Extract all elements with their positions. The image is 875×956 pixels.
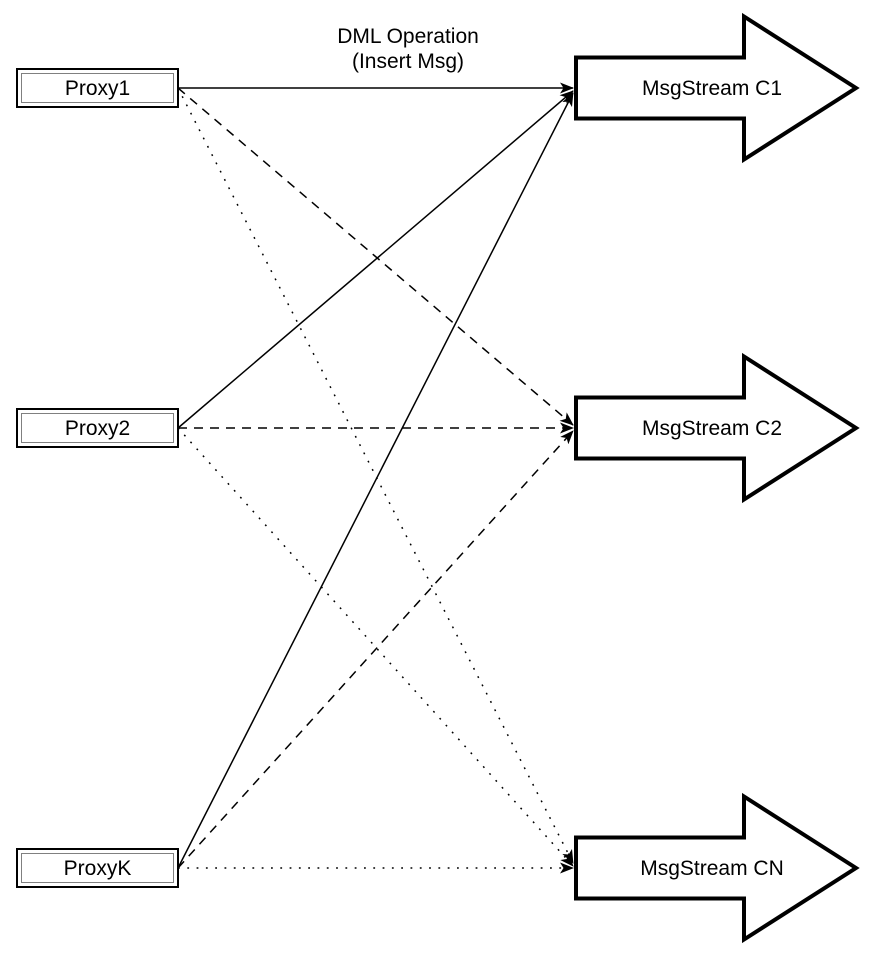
stream-arrow-shape — [574, 792, 860, 944]
stream-label: MsgStream CN — [640, 857, 784, 880]
stream-node-cn: MsgStream CN — [574, 792, 860, 944]
stream-node-c1: MsgStream C1 — [574, 12, 860, 164]
edge-proxy2-c1 — [177, 90, 574, 429]
edge-proxy2-cn — [177, 427, 574, 867]
proxy-node-2: Proxy2 — [16, 408, 179, 448]
edge-proxy1-c2 — [177, 87, 574, 426]
stream-arrow-shape — [574, 352, 860, 504]
proxy-box — [16, 848, 179, 888]
stream-label: MsgStream C2 — [642, 417, 782, 440]
proxy-box-inner-border — [21, 73, 174, 103]
proxy-label: ProxyK — [64, 857, 132, 880]
stream-node-c2: MsgStream C2 — [574, 352, 860, 504]
proxy-box — [16, 68, 179, 108]
stream-label: MsgStream C1 — [642, 77, 782, 100]
proxy-node-1: Proxy1 — [16, 68, 179, 108]
proxy-box — [16, 408, 179, 448]
proxy-label: Proxy1 — [65, 77, 130, 100]
proxy-label: Proxy2 — [65, 417, 130, 440]
proxy-box-inner-border — [21, 853, 174, 883]
proxy-node-k: ProxyK — [16, 848, 179, 888]
caption-line-2: (Insert Msg) — [352, 50, 464, 73]
edge-proxy1-cn — [177, 87, 574, 864]
edge-group — [177, 82, 574, 874]
stream-arrow-shape — [574, 12, 860, 164]
edge-proxyk-c1 — [177, 92, 574, 869]
edge-proxyk-c2 — [177, 430, 574, 869]
diagram-caption: DML Operation (Insert Msg) — [337, 25, 479, 73]
proxy-box-inner-border — [21, 413, 174, 443]
caption-line-1: DML Operation — [337, 25, 479, 48]
